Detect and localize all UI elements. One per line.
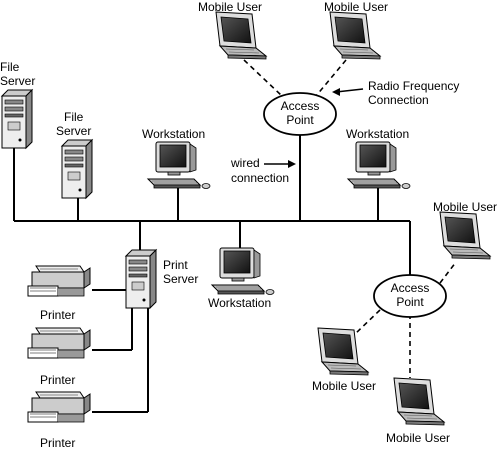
access-point-bottom-label-line2: Point bbox=[396, 295, 424, 309]
rf-link-top-right bbox=[315, 59, 347, 97]
printer-device-2 bbox=[27, 327, 91, 359]
workstation-desktop-1 bbox=[147, 141, 211, 189]
file-server-tower-2 bbox=[61, 139, 93, 199]
laptop-mobile-user-right bbox=[439, 211, 491, 260]
wired-connection-label-line1: wired bbox=[231, 156, 260, 170]
mobile-user-label-top-left: Mobile User bbox=[197, 0, 263, 14]
print-server-tower bbox=[125, 249, 157, 309]
radio-frequency-label-line1: Radio Frequency bbox=[368, 79, 460, 93]
printer-device-1 bbox=[27, 265, 91, 297]
wireless-links bbox=[243, 59, 457, 378]
printer-device-3 bbox=[27, 391, 91, 423]
workstation-desktop-2 bbox=[347, 141, 411, 189]
workstation-label-3: Workstation bbox=[208, 296, 272, 310]
file-server-label-1-line1: File bbox=[0, 60, 20, 74]
mobile-user-label-right: Mobile User bbox=[432, 200, 498, 214]
print-server-label-line2: Server bbox=[163, 272, 199, 286]
print-server-label-line1: Print bbox=[163, 258, 188, 272]
rf-link-right bbox=[439, 261, 457, 284]
radio-arrow bbox=[335, 88, 364, 93]
printer-label-1: Printer bbox=[40, 308, 76, 322]
mobile-user-label-bottom: Mobile User bbox=[385, 431, 451, 445]
radio-frequency-label-line2: Connection bbox=[368, 93, 429, 107]
wired-links bbox=[13, 134, 411, 413]
mobile-user-label-top-right: Mobile User bbox=[323, 0, 389, 14]
access-point-top-label-line1: Access bbox=[280, 99, 320, 113]
access-point-bottom-label-line1: Access bbox=[390, 281, 430, 295]
laptop-mobile-user-bottom-left bbox=[317, 327, 369, 376]
printer-label-2: Printer bbox=[40, 373, 76, 387]
mobile-user-label-bottom-left: Mobile User bbox=[311, 379, 377, 393]
workstation-label-2: Workstation bbox=[346, 127, 410, 141]
access-point-top-label-line2: Point bbox=[286, 113, 314, 127]
file-server-label-2-line2: Server bbox=[56, 124, 92, 138]
laptop-mobile-user-bottom bbox=[393, 377, 445, 426]
file-server-label-1-line2: Server bbox=[0, 74, 36, 88]
laptop-mobile-user-top-right bbox=[329, 11, 381, 60]
file-server-tower-1 bbox=[1, 89, 33, 149]
access-point-bottom bbox=[373, 274, 447, 318]
laptop-mobile-user-top-left bbox=[215, 11, 267, 60]
access-point-top bbox=[263, 92, 337, 136]
file-server-label-2-line1: File bbox=[64, 110, 84, 124]
workstation-label-1: Workstation bbox=[142, 127, 206, 141]
printer-label-3: Printer bbox=[40, 436, 76, 450]
workstation-desktop-3 bbox=[211, 247, 275, 295]
arrows bbox=[264, 88, 364, 168]
rf-link-top-left bbox=[243, 59, 283, 97]
wired-connection-label-line2: connection bbox=[231, 171, 290, 185]
rf-link-bottom-left bbox=[353, 309, 381, 336]
